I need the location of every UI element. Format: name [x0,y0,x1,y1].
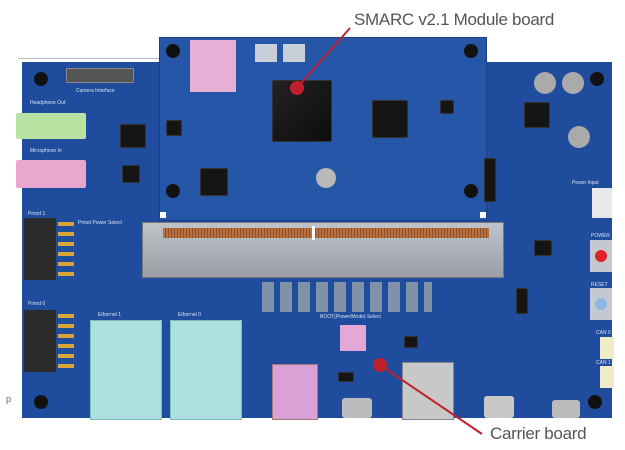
memory-chip [255,44,277,62]
ethernet1-label: Ethernet 1 [98,312,122,318]
power-input-label: Power Input [572,180,599,186]
module-board-label: SMARC v2.1 Module board [354,10,555,29]
microphone-label: Microphone In [30,148,62,154]
sd-card-slot [272,364,318,420]
top-edge-line [18,58,163,59]
module-marker-dot [290,81,304,95]
module-leader-line [296,27,351,89]
chip [166,120,182,136]
mounting-hole [588,395,602,409]
ethernet0-jack [170,320,242,420]
micro-usb [342,398,372,418]
chip [484,158,496,202]
pmod1-pins [58,222,74,278]
mounting-hole [464,44,478,58]
chip [338,372,354,382]
chip [372,100,408,138]
ethernet1-jack [90,320,162,420]
capacitor [562,72,584,94]
ethernet0-label: Ethernet 0 [178,312,202,318]
headphone-jack [16,113,86,139]
reset-button-label: RESET [591,282,608,288]
reset-button[interactable] [590,288,612,320]
mounting-hole [464,184,478,198]
can1-label: CAN 1 [596,360,611,366]
memory-chip [283,44,305,62]
power-button-cap[interactable] [595,250,607,262]
stray-text: p [6,394,12,404]
power-input-connector [592,188,612,218]
headphone-label: Headphone Out [30,100,66,106]
connector-gold-fingers [163,228,489,238]
power-button[interactable] [590,240,612,272]
capacitor [534,72,556,94]
chip [120,124,146,148]
mounting-hole [590,72,604,86]
connector-key [312,226,315,240]
mounting-hole [34,395,48,409]
module-tab [160,212,166,218]
chip [440,100,454,114]
module-tab [480,212,486,218]
microphone-jack [16,160,86,188]
pmod0-header [24,310,56,372]
pmod0-pins [58,314,74,370]
module-sd-slot [190,40,236,92]
chip [200,168,228,196]
pmod0-label: Pmod 0 [28,301,46,307]
boot-switches [262,282,432,312]
chip [516,288,528,314]
chip [404,336,418,348]
carrier-board-label: Carrier board [490,424,587,443]
pmod1-label: Pmod 1 [28,211,46,217]
camera-label: Camera Interface [76,88,115,94]
boot-chip [340,325,366,351]
chip [534,240,552,256]
can1-connector [600,366,614,388]
mounting-hole [166,44,180,58]
usb-c-port [484,396,514,418]
can0-connector [600,337,614,359]
pmod1-header [24,218,56,280]
power-button-label: POWER [591,233,610,239]
carrier-marker-dot [373,358,387,372]
capacitor [568,126,590,148]
reset-button-cap[interactable] [595,298,607,310]
chip [524,102,550,128]
chip [122,165,140,183]
can0-label: CAN 0 [596,330,611,336]
camera-connector [66,68,134,83]
boot-label: BOOT(Power/Mode) Select [320,314,381,320]
mounting-hole [166,184,180,198]
mounting-hole [34,72,48,86]
coin-cell [316,168,336,188]
pmod-power-label: Pmod Power Select [78,220,122,226]
micro-usb [552,400,580,418]
carrier-leader-line [379,364,483,435]
